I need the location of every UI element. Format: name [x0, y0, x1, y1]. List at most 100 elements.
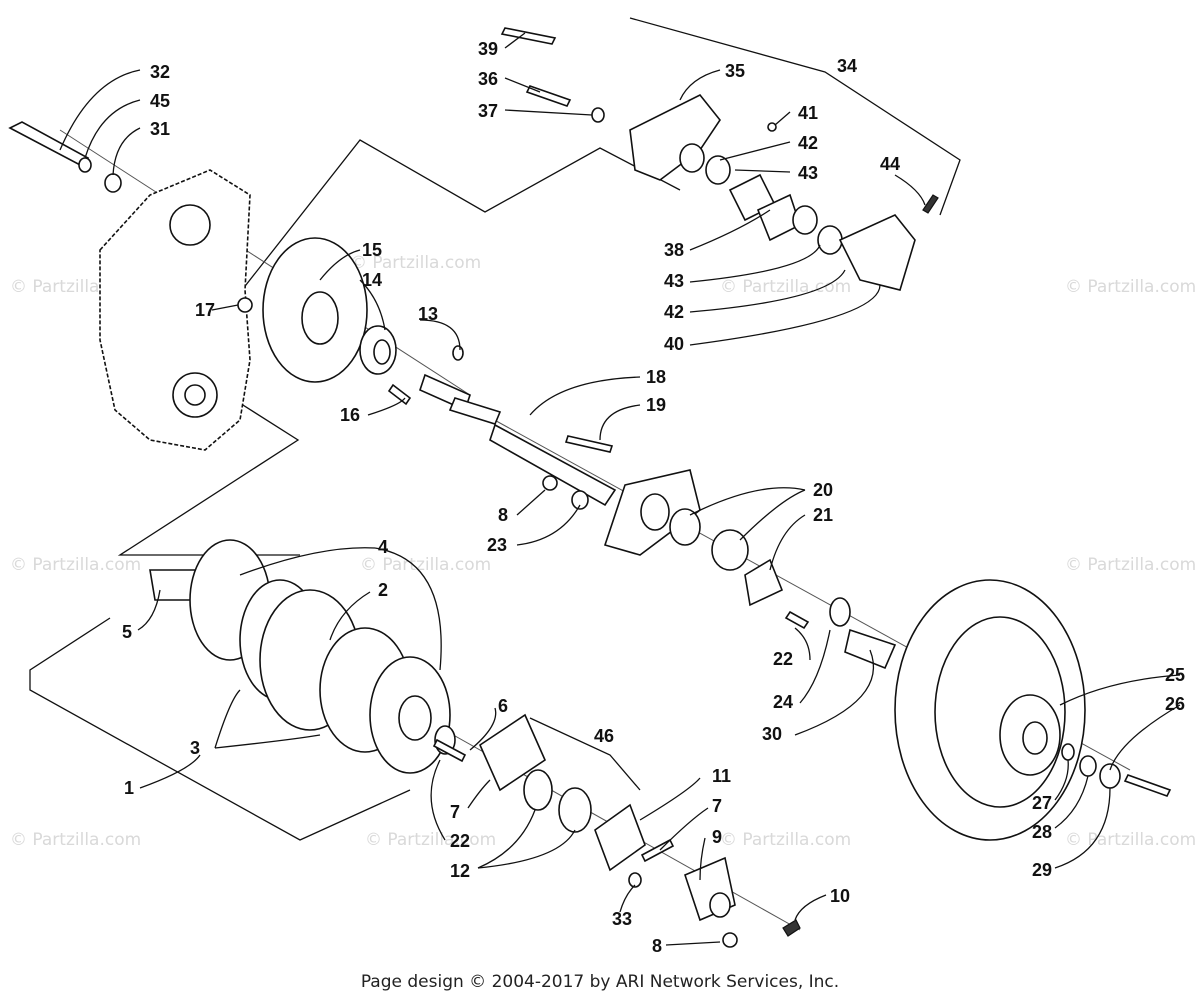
callout-29: 29: [1032, 860, 1052, 880]
callout-21: 21: [813, 505, 833, 525]
callout-15: 15: [362, 240, 382, 260]
washer: [571, 490, 589, 510]
bolt: [432, 738, 467, 763]
callout-1: 1: [124, 778, 134, 798]
bracket-bearing-group: [529, 717, 641, 791]
key: [564, 435, 614, 453]
bolt: [1123, 774, 1172, 797]
callout-9: 9: [712, 827, 722, 847]
watermark: © Partzilla.com: [365, 830, 496, 850]
bracket-clutch-assembly: [29, 617, 411, 841]
callout-22: 22: [450, 831, 470, 851]
bracket-caliper-assembly: [629, 17, 961, 216]
callout-40: 40: [664, 334, 684, 354]
callout-4: 4: [378, 537, 388, 557]
callout-42: 42: [798, 133, 818, 153]
washer: [1099, 763, 1121, 789]
callout-20: 20: [813, 480, 833, 500]
callout-41: 41: [798, 103, 818, 123]
drive-shaft: [419, 373, 502, 425]
washer: [628, 872, 642, 888]
callout-43: 43: [798, 163, 818, 183]
washer: [1079, 755, 1097, 777]
callout-2: 2: [378, 580, 388, 600]
callout-8: 8: [498, 505, 508, 525]
callout-35: 35: [725, 61, 745, 81]
callout-10: 10: [830, 886, 850, 906]
callout-13: 13: [418, 304, 438, 324]
driven-clutch: [894, 579, 1086, 841]
bolt: [8, 121, 90, 168]
axis-lower: [399, 704, 801, 931]
watermark: © Partzilla.com: [10, 830, 141, 850]
callout-7: 7: [712, 796, 722, 816]
callout-39: 39: [478, 39, 498, 59]
callout-25: 25: [1165, 665, 1185, 685]
callout-38: 38: [664, 240, 684, 260]
bearing-housing: [603, 469, 897, 670]
callout-42: 42: [664, 302, 684, 322]
leader-lines: [59, 32, 1181, 946]
axis-upper: [59, 129, 471, 396]
shaft-sleeve: [489, 423, 617, 507]
callout-22: 22: [773, 649, 793, 669]
callout-32: 32: [150, 62, 170, 82]
bracket-brake: [241, 139, 681, 291]
nut: [542, 475, 558, 491]
nut: [722, 932, 738, 948]
callout-33: 33: [612, 909, 632, 929]
bearing-group: [478, 713, 736, 922]
callout-numbers: 32 45 31 39 36 37 35 34 41 42 43 44 15 1…: [122, 39, 1185, 956]
callout-31: 31: [150, 119, 170, 139]
caliper-assembly: [629, 93, 939, 291]
bolt: [387, 383, 412, 406]
callout-6: 6: [498, 696, 508, 716]
bolt: [640, 838, 675, 863]
callout-12: 12: [450, 861, 470, 881]
callout-37: 37: [478, 101, 498, 121]
watermark: © Partzilla.com: [720, 277, 851, 297]
callout-3: 3: [190, 738, 200, 758]
callout-27: 27: [1032, 793, 1052, 813]
watermark: © Partzilla.com: [1065, 830, 1196, 850]
washer: [104, 173, 122, 193]
plug: [767, 122, 777, 132]
callout-14: 14: [362, 270, 382, 290]
callout-7: 7: [450, 802, 460, 822]
nut: [237, 297, 253, 313]
key: [452, 345, 464, 361]
callout-8: 8: [652, 936, 662, 956]
watermark: © Partzilla.com: [10, 555, 141, 575]
callout-46: 46: [594, 726, 614, 746]
page-footer: Page design © 2004-2017 by ARI Network S…: [361, 972, 839, 992]
callout-45: 45: [150, 91, 170, 111]
washer: [591, 107, 605, 123]
washer: [78, 157, 92, 173]
callout-43: 43: [664, 271, 684, 291]
chaincase-housing: [99, 169, 251, 451]
callout-19: 19: [646, 395, 666, 415]
callout-34: 34: [837, 56, 857, 76]
watermark: © Partzilla.com: [1065, 555, 1196, 575]
callout-28: 28: [1032, 822, 1052, 842]
callout-44: 44: [880, 154, 900, 174]
callout-30: 30: [762, 724, 782, 744]
pin: [500, 27, 557, 45]
callout-11: 11: [712, 766, 731, 786]
callout-26: 26: [1165, 694, 1185, 714]
callout-5: 5: [122, 622, 132, 642]
grease-fitting: [782, 919, 801, 937]
watermark: © Partzilla.com: [720, 830, 851, 850]
brake-disc: [262, 237, 368, 383]
watermark: © Partzilla.com: [1065, 277, 1196, 297]
callout-23: 23: [487, 535, 507, 555]
brake-hub: [359, 325, 397, 375]
callout-24: 24: [773, 692, 793, 712]
callout-16: 16: [340, 405, 360, 425]
washer: [1061, 743, 1075, 761]
watermark-layer: © Partzilla.com © Partzilla.com © Partzi…: [10, 253, 1196, 850]
callout-18: 18: [646, 367, 666, 387]
callout-17: 17: [195, 300, 215, 320]
drive-clutch: [149, 539, 456, 774]
